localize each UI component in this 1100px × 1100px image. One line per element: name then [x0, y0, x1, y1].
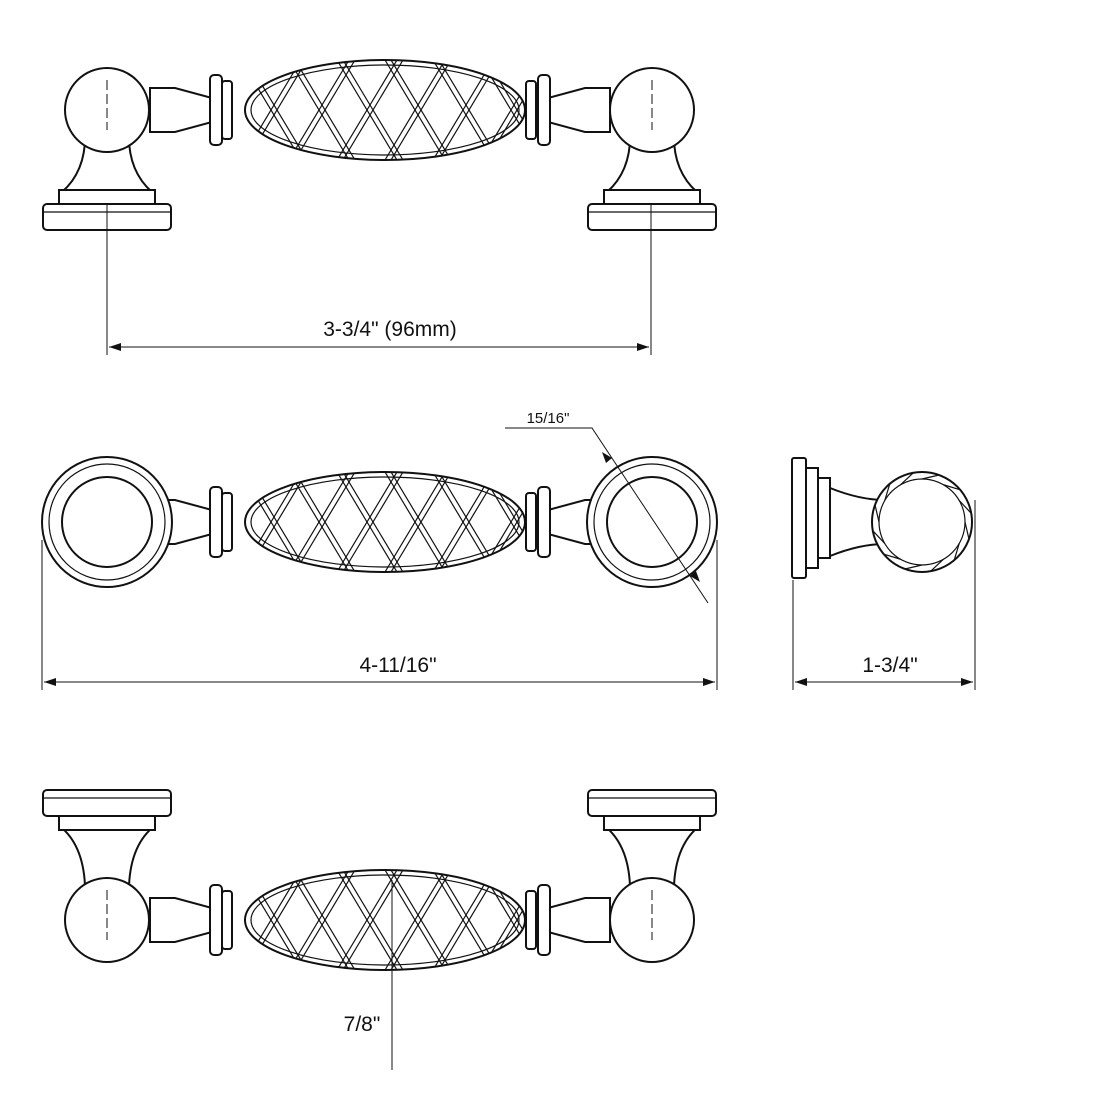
label-overall-length: 4-11/16" — [359, 654, 436, 677]
collar-ring — [221, 890, 233, 950]
lattice-line — [288, 472, 350, 572]
collar-ring — [221, 492, 233, 552]
rosette-rim — [593, 463, 711, 581]
lattice-line — [384, 472, 446, 572]
lattice-line — [390, 60, 452, 160]
lattice-line — [438, 60, 500, 160]
lattice-line — [294, 472, 356, 572]
side-grip-lattice — [958, 500, 972, 514]
label-projection: 1-3/4" — [862, 654, 917, 677]
label-grip-diameter: 7/8" — [344, 1013, 381, 1036]
collar-ring — [537, 486, 551, 558]
side-grip-lattice — [921, 474, 940, 480]
lattice-line — [342, 60, 404, 160]
stem — [149, 897, 213, 943]
cage-outline — [244, 471, 526, 573]
collar-ring — [537, 884, 551, 956]
lattice-line — [438, 472, 500, 572]
lattice-line — [390, 472, 452, 572]
front-view — [41, 456, 718, 588]
collar-ring — [537, 74, 551, 146]
lattice-line — [342, 870, 404, 970]
lattice-line — [390, 870, 452, 970]
dimension-grip-diameter: 7/8" — [344, 880, 393, 1070]
side-grip-lattice — [953, 543, 960, 561]
base-plate — [42, 789, 172, 817]
stem — [547, 897, 611, 943]
lattice-line — [438, 870, 500, 970]
side-base-plate — [791, 457, 807, 579]
cage-inner-outline — [250, 64, 520, 156]
lattice-line — [384, 870, 446, 970]
side-grip-lattice — [904, 564, 923, 570]
side-grip-lattice — [883, 553, 901, 560]
collar-ring — [525, 890, 537, 950]
lattice-line — [336, 870, 398, 970]
top-view — [42, 59, 717, 231]
lattice-line — [288, 870, 350, 970]
lattice-line — [294, 60, 356, 160]
collar-ring — [209, 74, 223, 146]
label-center-to-center: 3-3/4" (96mm) — [323, 318, 457, 341]
lattice-line — [294, 870, 356, 970]
stem — [547, 87, 611, 133]
lattice-line — [288, 60, 350, 160]
side-grip — [871, 471, 973, 573]
cage-outline — [244, 59, 526, 161]
lattice-line — [432, 60, 494, 160]
base-plate — [587, 789, 717, 817]
collar-ring — [209, 884, 223, 956]
collar-ring — [209, 486, 223, 558]
base-plate — [587, 203, 717, 231]
side-base-step — [817, 477, 831, 559]
collar-ring — [221, 80, 233, 140]
lattice-line — [336, 60, 398, 160]
rosette-inner — [61, 476, 153, 568]
cage-outline — [244, 869, 526, 971]
stem — [149, 87, 213, 133]
side-grip-lattice — [874, 504, 880, 523]
lattice-line — [336, 472, 398, 572]
dimension-projection: 1-3/4" — [792, 500, 976, 690]
dimension-overall-length: 4-11/16" — [41, 540, 718, 690]
dimension-center-to-center: 3-3/4" (96mm) — [106, 205, 652, 355]
side-grip-lattice — [884, 483, 891, 501]
rosette-inner — [606, 476, 698, 568]
lattice-line — [342, 472, 404, 572]
side-base-step — [805, 467, 819, 569]
side-view — [791, 457, 973, 579]
cage-inner-outline — [250, 476, 520, 568]
label-knob-diameter: 15/16" — [527, 410, 570, 427]
rosette-rim — [48, 463, 166, 581]
side-grip-lattice — [943, 484, 961, 491]
dimension-knob-diameter: 15/16" — [505, 410, 709, 604]
collar-ring — [525, 492, 537, 552]
lattice-line — [432, 472, 494, 572]
lattice-line — [432, 870, 494, 970]
cage-inner-outline — [250, 874, 520, 966]
collar-ring — [525, 80, 537, 140]
bottom-view — [42, 789, 717, 971]
side-grip-lattice — [964, 521, 970, 540]
side-grip-lattice — [900, 472, 914, 486]
lattice-line — [384, 60, 446, 160]
side-grip-lattice — [930, 558, 944, 572]
side-grip-lattice — [872, 530, 886, 544]
